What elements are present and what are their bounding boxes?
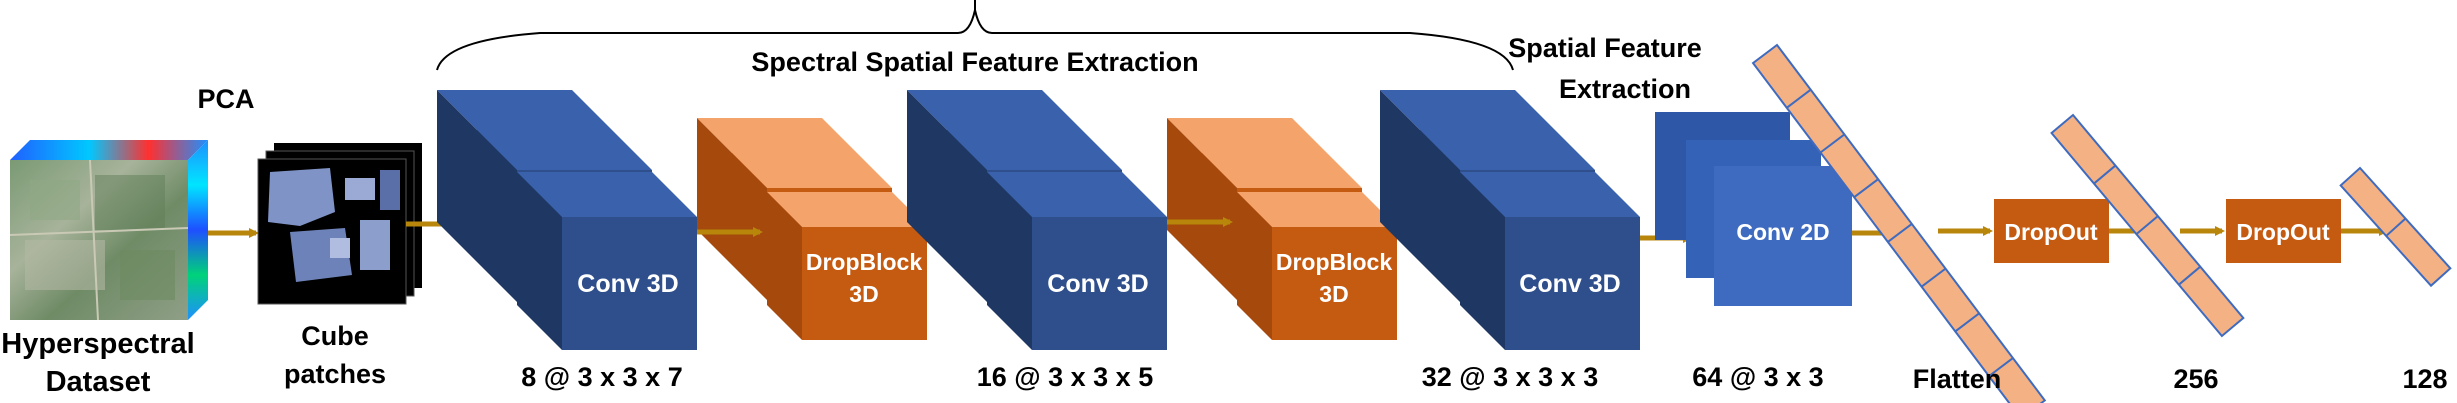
conv3d-label-3: Conv 3D [1519, 270, 1620, 298]
dropout-box-2 [2226, 199, 2341, 263]
cube-patches-image [257, 143, 422, 305]
dropblock-label-2-line1: DropBlock [1276, 249, 1393, 275]
dropblock3d-block-1 [697, 118, 927, 340]
dropout-box-1 [1994, 199, 2109, 263]
conv3d-label-2: Conv 3D [1047, 270, 1148, 298]
dropblock-label-1-line1: DropBlock [806, 249, 923, 275]
cube-patches-label-line2: patches [284, 359, 386, 389]
pca-label: PCA [197, 84, 254, 114]
dropblock-label-1-line2: 3D [849, 281, 878, 307]
dropblock3d-block-2 [1167, 118, 1397, 340]
dense-128-label: 128 [2402, 364, 2447, 394]
dropout-label-2: DropOut [2236, 219, 2330, 245]
conv3d-label-1: Conv 3D [577, 270, 678, 298]
hyperspectral-label-line1: Hyperspectral [1, 328, 194, 360]
spectral-spatial-brace [436, 0, 1514, 71]
flatten-vector [1751, 43, 2047, 403]
conv2d-label: Conv 2D [1736, 219, 1829, 245]
conv3d-dims-3: 32 @ 3 x 3 x 3 [1422, 362, 1598, 392]
dense-256-vector [2050, 113, 2245, 338]
cube-patches-label-line1: Cube [301, 321, 369, 351]
hyperspectral-label-line2: Dataset [46, 366, 151, 398]
dense-256-label: 256 [2173, 364, 2218, 394]
conv3d-dims-1: 8 @ 3 x 3 x 7 [521, 362, 682, 392]
conv3d-block-3 [1380, 90, 1640, 350]
spatial-title-line2: Extraction [1559, 74, 1691, 104]
conv2d-block [1655, 112, 1852, 306]
conv3d-block-2 [907, 90, 1167, 350]
conv3d-dims-2: 16 @ 3 x 3 x 5 [977, 362, 1153, 392]
conv2d-dims: 64 @ 3 x 3 [1692, 362, 1823, 392]
dense-128-vector [2339, 166, 2452, 288]
dropout-label-1: DropOut [2004, 219, 2098, 245]
spectral-spatial-title: Spectral Spatial Feature Extraction [751, 47, 1198, 77]
flatten-label: Flatten [1913, 364, 2002, 394]
spatial-title-line1: Spatial Feature [1508, 33, 1702, 63]
conv3d-block-1 [437, 90, 697, 350]
hyperspectral-cube-image [9, 140, 208, 321]
dropblock-label-2-line2: 3D [1319, 281, 1348, 307]
